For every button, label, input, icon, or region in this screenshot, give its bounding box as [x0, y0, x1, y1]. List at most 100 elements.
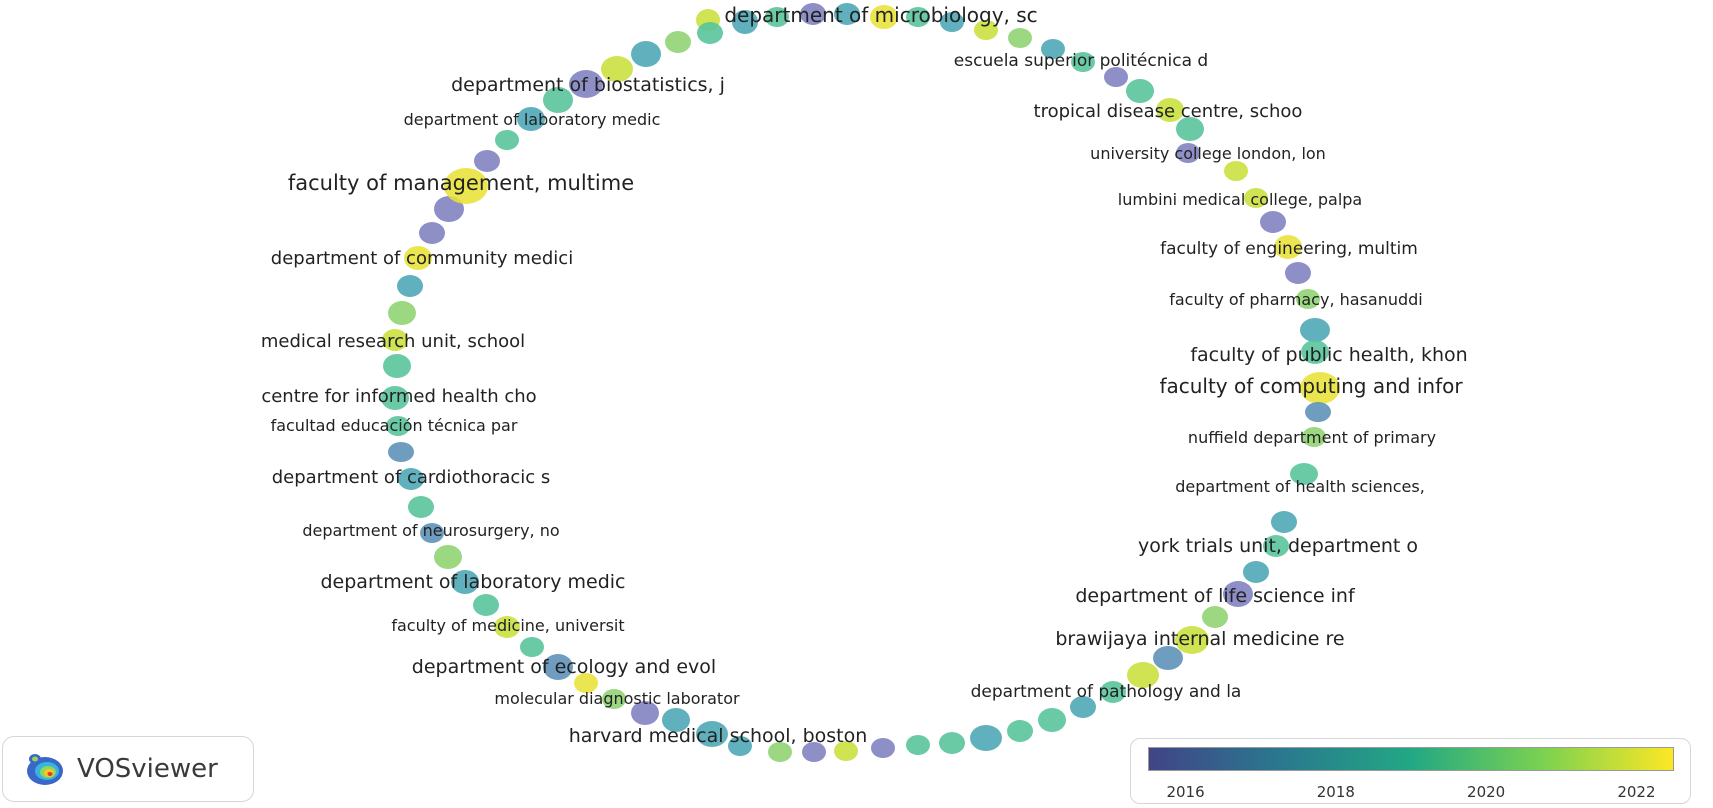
- network-node[interactable]: [451, 570, 479, 594]
- network-node[interactable]: [569, 70, 603, 98]
- node-label[interactable]: department of microbiology, sc: [724, 3, 1037, 27]
- node-label[interactable]: department of community medici: [271, 248, 573, 269]
- network-node[interactable]: [383, 354, 411, 378]
- network-node[interactable]: [495, 130, 519, 150]
- network-node[interactable]: [1176, 117, 1204, 141]
- network-node[interactable]: [939, 732, 965, 754]
- network-node[interactable]: [1104, 67, 1128, 87]
- network-node[interactable]: [871, 738, 895, 758]
- node-label[interactable]: department of pathology and la: [971, 682, 1242, 702]
- node-label[interactable]: department of biostatistics, j: [451, 74, 725, 96]
- network-node[interactable]: [940, 12, 964, 32]
- network-node[interactable]: [434, 545, 462, 569]
- node-label[interactable]: department of life science inf: [1075, 585, 1356, 607]
- network-node[interactable]: [1175, 626, 1209, 654]
- node-label[interactable]: department of cardiothoracic s: [272, 467, 551, 488]
- network-node[interactable]: [1041, 39, 1065, 59]
- network-node[interactable]: [768, 742, 792, 762]
- network-node[interactable]: [473, 594, 499, 616]
- node-label[interactable]: medical research unit, school: [261, 331, 525, 352]
- node-label[interactable]: escuela superior politécnica d: [954, 51, 1208, 71]
- network-node[interactable]: [1008, 28, 1032, 48]
- node-label[interactable]: faculty of engineering, multim: [1160, 239, 1418, 259]
- network-node[interactable]: [1305, 402, 1331, 422]
- network-node[interactable]: [631, 41, 661, 67]
- network-node[interactable]: [420, 523, 444, 543]
- network-node[interactable]: [834, 741, 858, 761]
- network-node[interactable]: [662, 708, 690, 732]
- network-node[interactable]: [543, 654, 573, 680]
- node-label[interactable]: lumbini medical college, palpa: [1118, 190, 1362, 209]
- network-node[interactable]: [1127, 662, 1159, 688]
- network-node[interactable]: [1296, 289, 1320, 309]
- network-node[interactable]: [1274, 235, 1302, 259]
- node-label[interactable]: faculty of management, multime: [288, 171, 634, 195]
- network-node[interactable]: [800, 3, 826, 25]
- network-node[interactable]: [1153, 646, 1183, 670]
- node-label[interactable]: molecular diagnostic laborator: [494, 689, 740, 708]
- network-node[interactable]: [696, 721, 728, 747]
- network-node[interactable]: [444, 168, 488, 204]
- network-node[interactable]: [1300, 372, 1340, 404]
- network-node[interactable]: [906, 7, 930, 27]
- network-node[interactable]: [697, 22, 723, 44]
- network-node[interactable]: [397, 275, 423, 297]
- network-node[interactable]: [1202, 606, 1228, 628]
- network-node[interactable]: [1263, 535, 1289, 557]
- network-node[interactable]: [382, 329, 408, 351]
- node-label[interactable]: faculty of pharmacy, hasanuddi: [1169, 290, 1423, 309]
- network-node[interactable]: [970, 725, 1002, 751]
- network-node[interactable]: [631, 701, 659, 725]
- network-node[interactable]: [601, 56, 633, 82]
- network-node[interactable]: [906, 735, 930, 755]
- network-node[interactable]: [1223, 581, 1253, 607]
- node-label[interactable]: brawijaya internal medicine re: [1055, 628, 1344, 650]
- network-node[interactable]: [388, 442, 414, 462]
- network-node[interactable]: [1007, 720, 1033, 742]
- network-node[interactable]: [520, 637, 544, 657]
- network-node[interactable]: [419, 222, 445, 244]
- network-node[interactable]: [1301, 340, 1329, 364]
- network-node[interactable]: [1244, 188, 1268, 208]
- node-label[interactable]: facultad educación técnica par: [271, 416, 518, 435]
- network-node[interactable]: [543, 87, 573, 113]
- network-node[interactable]: [728, 736, 752, 756]
- network-node[interactable]: [1038, 708, 1066, 732]
- node-label[interactable]: university college london, lon: [1090, 144, 1326, 163]
- node-label[interactable]: nuffield department of primary: [1188, 428, 1436, 447]
- node-label[interactable]: harvard medical school, boston: [569, 725, 868, 747]
- network-node[interactable]: [386, 416, 410, 436]
- network-node[interactable]: [381, 386, 409, 410]
- network-node[interactable]: [1126, 79, 1154, 103]
- network-node[interactable]: [1302, 427, 1326, 447]
- network-node[interactable]: [1243, 561, 1269, 583]
- node-label[interactable]: york trials unit, department o: [1138, 535, 1418, 557]
- node-label[interactable]: centre for informed health cho: [261, 386, 536, 407]
- node-label[interactable]: department of neurosurgery, no: [302, 521, 559, 540]
- network-node[interactable]: [408, 496, 434, 518]
- network-node[interactable]: [474, 150, 500, 172]
- network-node[interactable]: [1224, 161, 1248, 181]
- node-label[interactable]: tropical disease centre, schoo: [1034, 101, 1303, 122]
- network-node[interactable]: [1290, 463, 1318, 485]
- network-node[interactable]: [517, 107, 545, 131]
- node-label[interactable]: department of ecology and evol: [412, 656, 716, 678]
- network-node[interactable]: [974, 20, 998, 40]
- node-label[interactable]: faculty of medicine, universit: [391, 616, 624, 635]
- network-node[interactable]: [1285, 262, 1311, 284]
- network-node[interactable]: [398, 468, 424, 490]
- network-node[interactable]: [870, 5, 898, 29]
- node-label[interactable]: department of laboratory medic: [404, 110, 661, 129]
- network-node[interactable]: [1176, 143, 1200, 163]
- network-node[interactable]: [1300, 318, 1330, 342]
- network-node[interactable]: [1156, 98, 1184, 122]
- network-node[interactable]: [494, 616, 520, 638]
- network-node[interactable]: [1271, 511, 1297, 533]
- network-node[interactable]: [765, 7, 789, 27]
- network-node[interactable]: [834, 3, 860, 25]
- network-node[interactable]: [1260, 211, 1286, 233]
- network-node[interactable]: [404, 246, 432, 270]
- network-node[interactable]: [1070, 696, 1096, 718]
- network-node[interactable]: [574, 673, 598, 693]
